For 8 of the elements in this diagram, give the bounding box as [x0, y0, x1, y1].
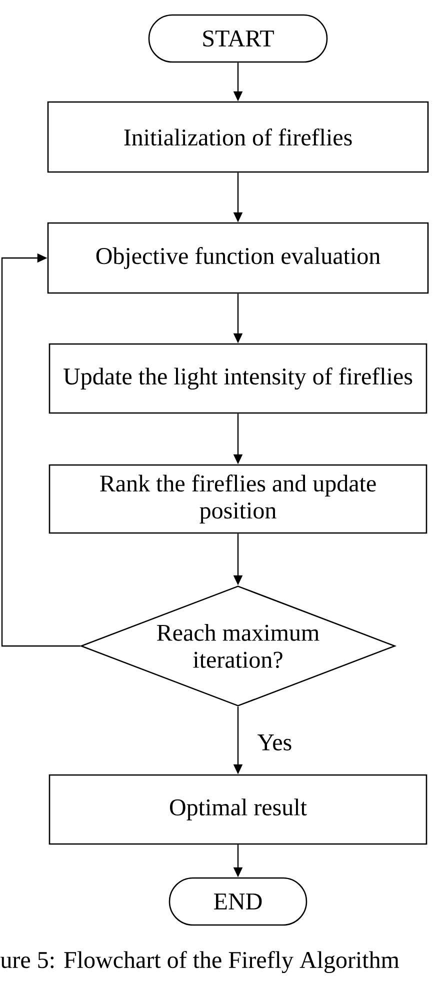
process-box: Objective function evaluation — [47, 222, 429, 294]
edge-label: Yes — [256, 734, 294, 752]
process-box: Rank the fireflies and update position — [48, 464, 428, 534]
process-box: Update the light intensity of fireflies — [48, 343, 428, 414]
process-box: Initialization of fireflies — [47, 101, 429, 173]
caption: ure 5: Flowchart of the Firefly Algorithm — [0, 950, 400, 974]
process-box: Optimal result — [48, 774, 428, 845]
arrow — [1, 253, 80, 647]
